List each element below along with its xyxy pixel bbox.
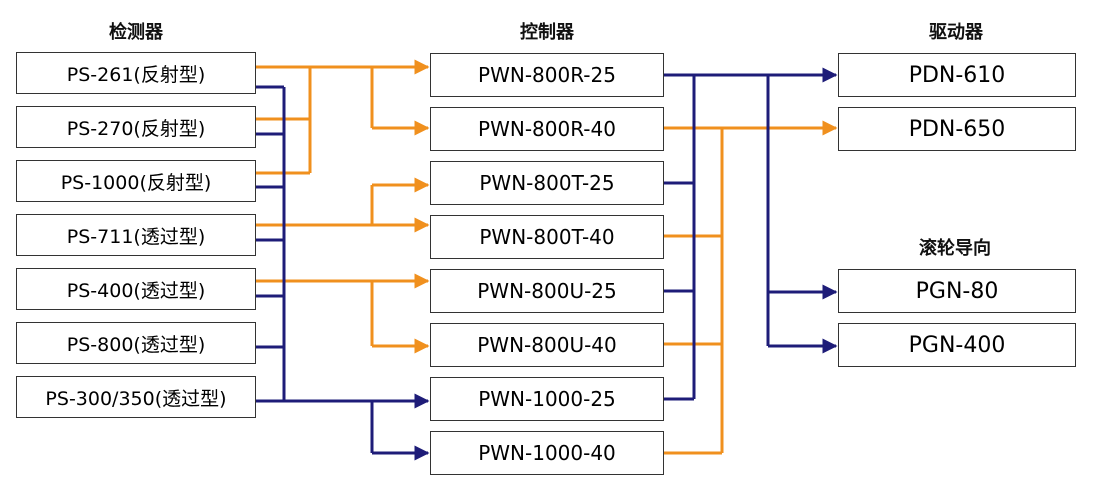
header-detectors: 检测器 (109, 22, 163, 43)
roller-guide-pgn-400: PGN-400 (838, 323, 1076, 367)
orange-wires-ps400 (256, 273, 430, 354)
controller-pwn-800u-25: PWN-800U-25 (430, 269, 664, 313)
header-controllers: 控制器 (520, 22, 574, 43)
roller-guide-pgn-80: PGN-80 (838, 269, 1076, 313)
header-drivers: 驱动器 (929, 22, 983, 43)
controller-pwn-800t-40: PWN-800T-40 (430, 215, 664, 259)
detector-ps-800: PS-800(透过型) (16, 322, 256, 364)
driver-pdn-650: PDN-650 (838, 107, 1076, 151)
detector-ps-1000: PS-1000(反射型) (16, 160, 256, 202)
navy-wires-detector-bus (256, 85, 430, 461)
detector-ps-711: PS-711(透过型) (16, 214, 256, 256)
controller-pwn-800r-25: PWN-800R-25 (430, 53, 664, 97)
detector-ps-400: PS-400(透过型) (16, 268, 256, 310)
controller-pwn-800r-40: PWN-800R-40 (430, 107, 664, 151)
detector-ps-300-350: PS-300/350(透过型) (16, 376, 256, 418)
navy-wires-to-drivers (664, 67, 838, 401)
controller-pwn-1000-25: PWN-1000-25 (430, 377, 664, 421)
controller-pwn-800u-40: PWN-800U-40 (430, 323, 664, 367)
header-roller-guides: 滚轮导向 (919, 238, 991, 259)
controller-pwn-1000-40: PWN-1000-40 (430, 431, 664, 475)
driver-pdn-610: PDN-610 (838, 53, 1076, 97)
controller-pwn-800t-25: PWN-800T-25 (430, 161, 664, 205)
orange-wires-reflective (256, 59, 430, 175)
detector-ps-270: PS-270(反射型) (16, 106, 256, 148)
detector-ps-261: PS-261(反射型) (16, 52, 256, 94)
orange-wires-ps711 (256, 177, 430, 233)
